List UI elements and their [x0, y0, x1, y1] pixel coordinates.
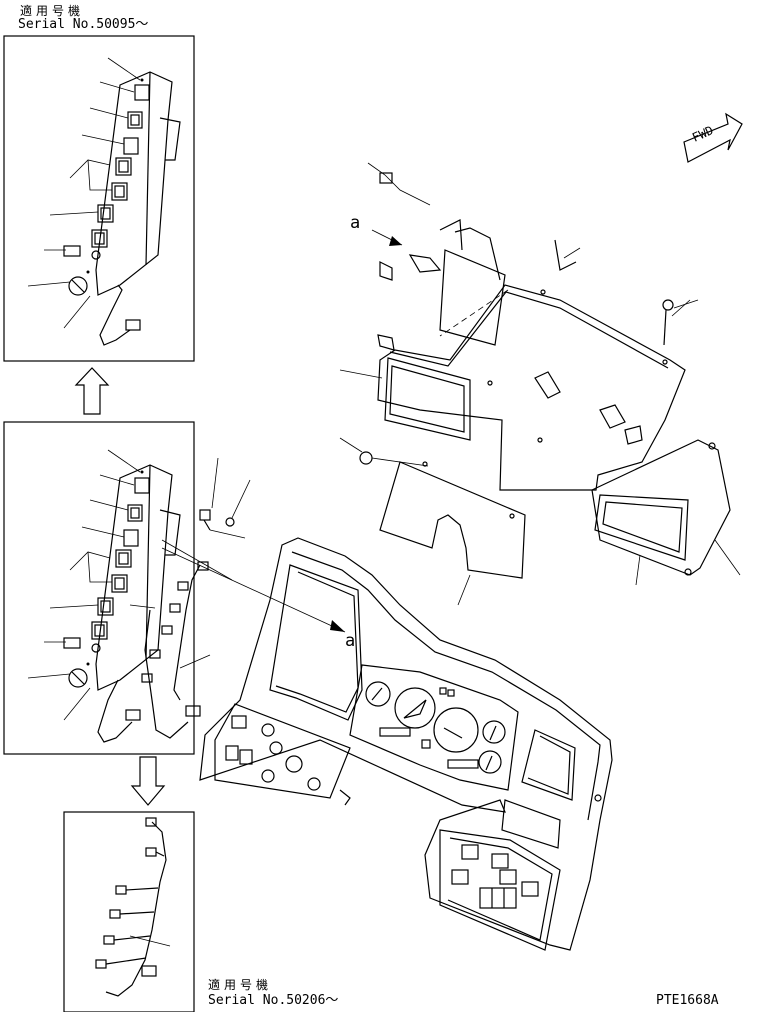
connector-leaders: [141, 457, 346, 701]
instrument-console: [199, 537, 613, 951]
wiring-harness-bottom: [95, 817, 171, 997]
applicability-label-bottom: 適用号機: [208, 978, 273, 992]
serial-number-top: Serial No.50095～: [18, 17, 149, 32]
callout-a-main: a: [350, 213, 361, 233]
drawing-code: PTE1668A: [656, 993, 719, 1008]
detail-box-middle: [3, 421, 201, 755]
applicability-label-top: 適用号機: [20, 4, 85, 18]
serial-number-bottom: Serial No.50206～: [208, 993, 339, 1008]
arrow-down: [130, 756, 166, 806]
callout-a-panel: a: [345, 631, 356, 651]
switch-strip-top: [63, 71, 181, 296]
harness-middle: [97, 609, 201, 743]
lower-right-switch-cluster: [439, 829, 561, 951]
gauge-cluster: [349, 664, 519, 791]
fwd-arrow-symbol: [683, 112, 743, 163]
detail-box-top: [3, 35, 195, 362]
leader-lines-middle: [27, 449, 156, 721]
detail-box-bottom: [63, 811, 195, 1012]
bracket-assembly: [339, 162, 741, 606]
leader-lines-top: [27, 57, 141, 329]
arrow-up: [74, 367, 110, 415]
left-switch-cluster: [214, 703, 351, 806]
harness-top: [99, 284, 141, 346]
switch-strip-middle: [63, 464, 181, 691]
